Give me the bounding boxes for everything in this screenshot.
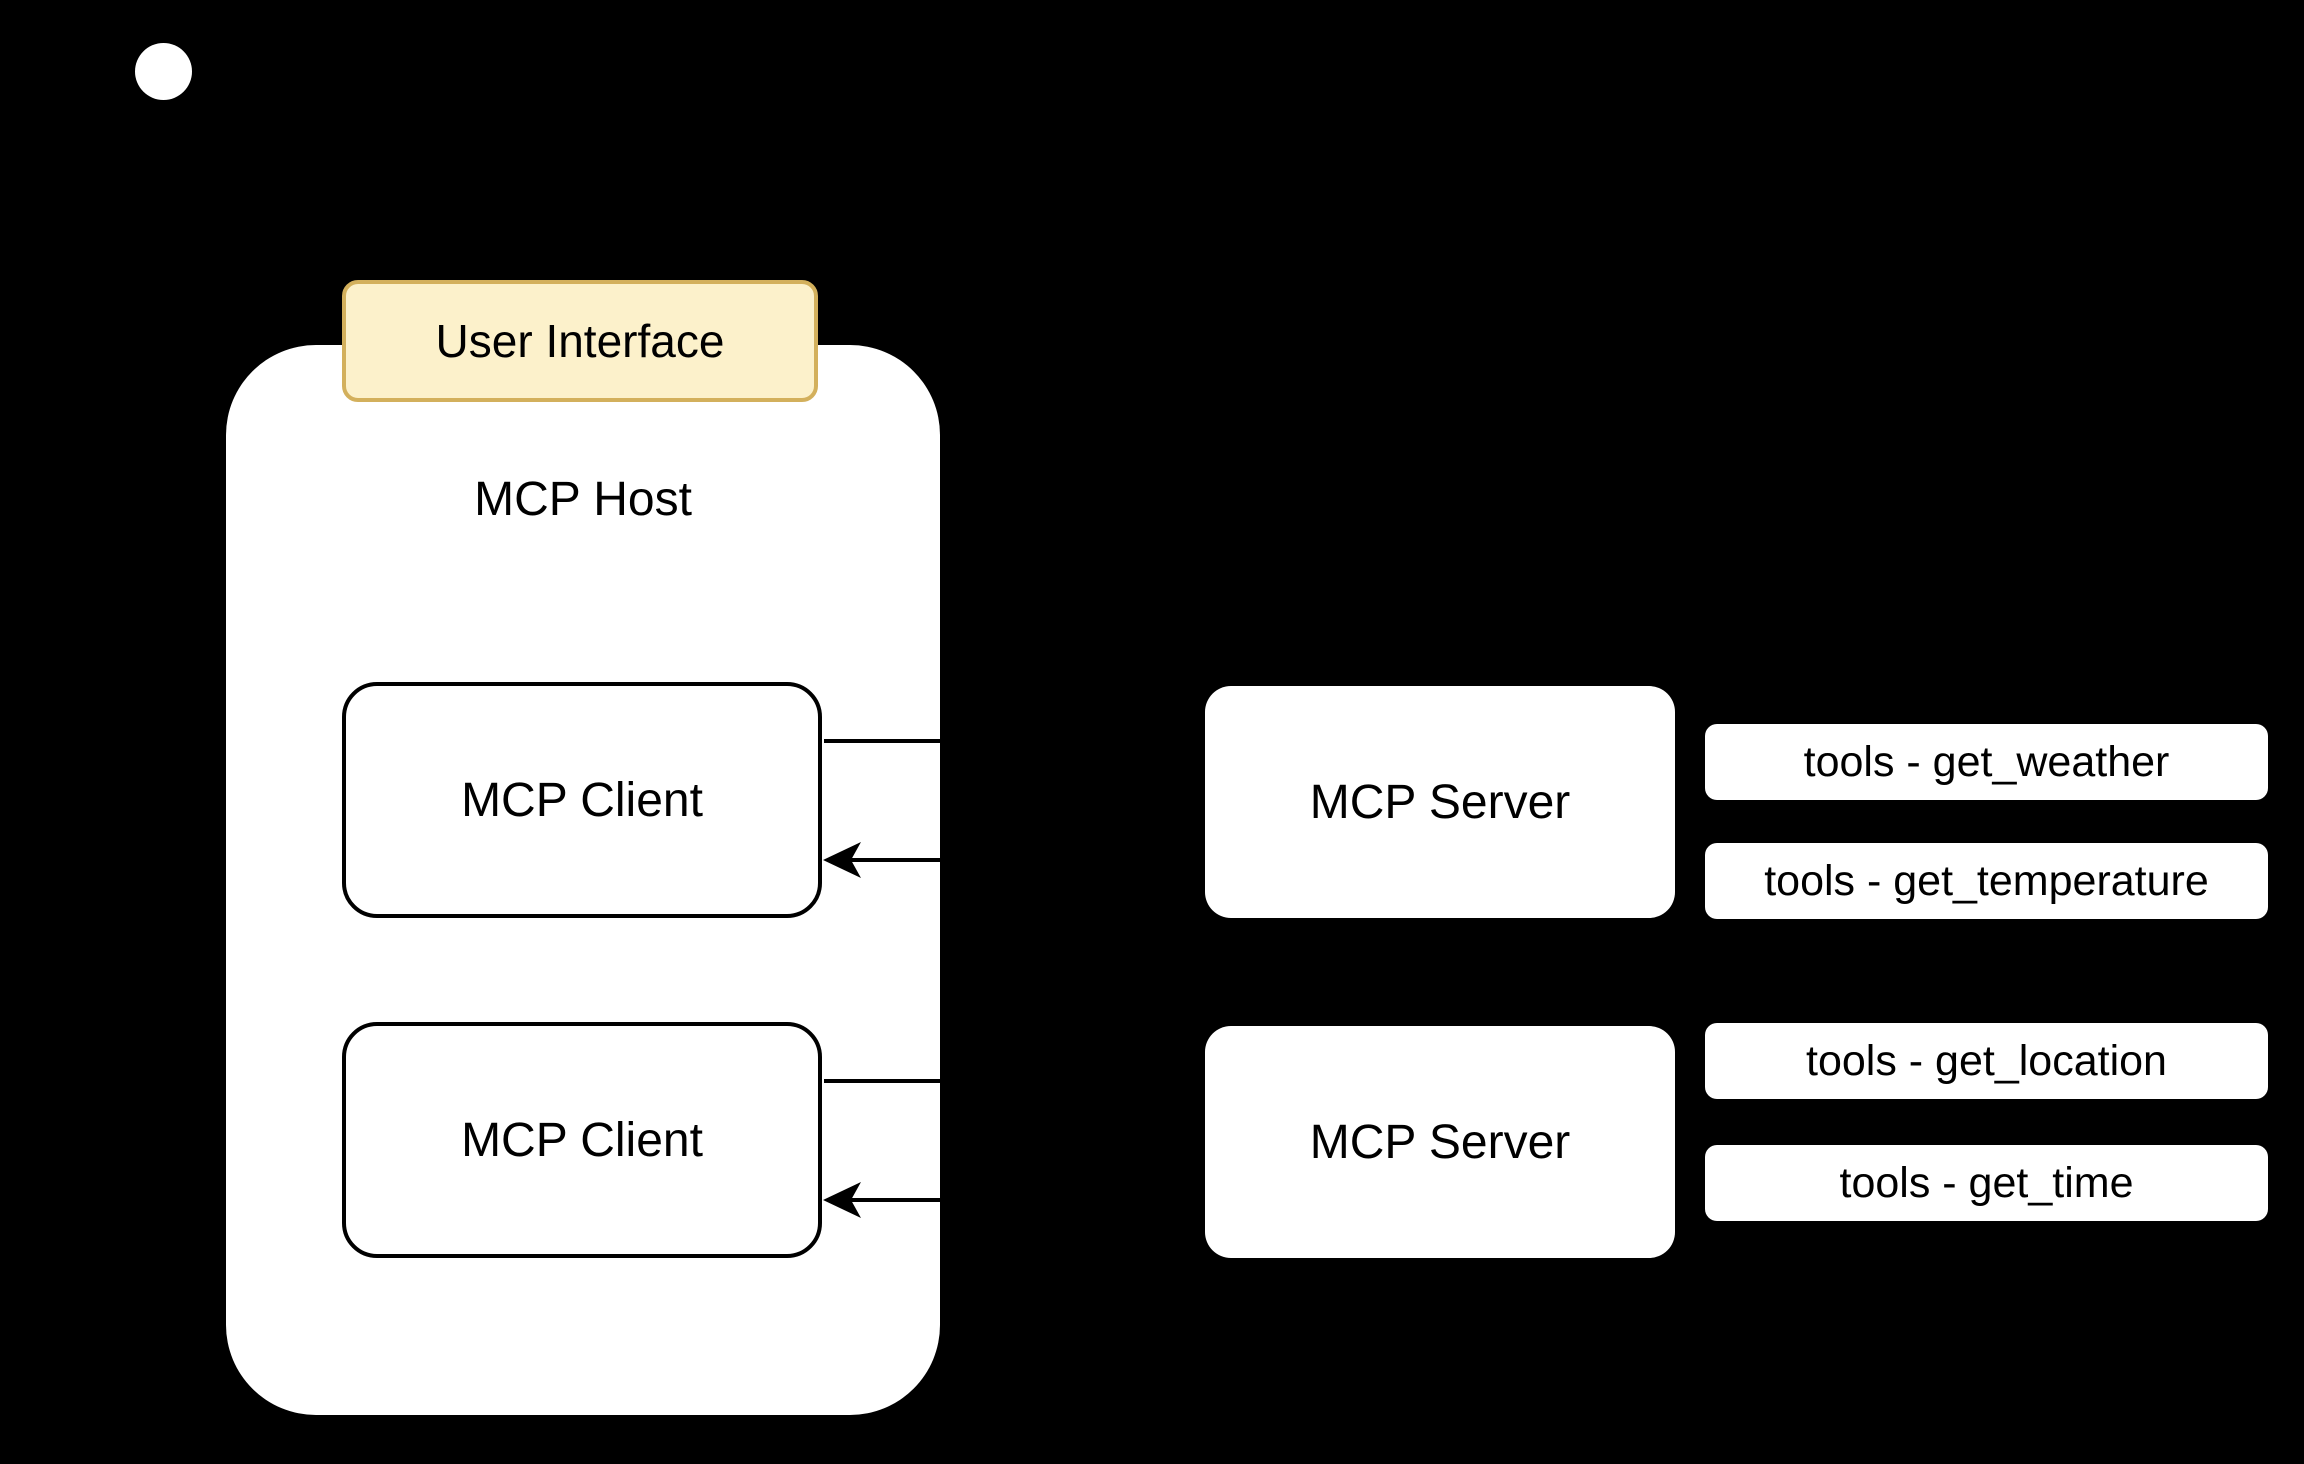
tool-chip-get-temperature: tools - get_temperature <box>1705 843 2268 919</box>
mcp-server-2-box: MCP Server <box>1205 1026 1675 1258</box>
mcp-client-1-label: MCP Client <box>461 773 703 827</box>
mcp-client-2-box: MCP Client <box>342 1022 822 1258</box>
mcp-host-title: MCP Host <box>474 473 692 526</box>
user-interface-badge: User Interface <box>342 280 818 402</box>
tool-chip-get-time: tools - get_time <box>1705 1145 2268 1221</box>
user-interface-label: User Interface <box>435 315 725 367</box>
mcp-server-1-box: MCP Server <box>1205 686 1675 918</box>
tool-chip-get-location: tools - get_location <box>1705 1023 2268 1099</box>
tool-label: tools - get_location <box>1806 1036 2167 1085</box>
tool-label: tools - get_weather <box>1803 737 2170 786</box>
tool-label: tools - get_time <box>1839 1158 2134 1207</box>
mcp-client-2-label: MCP Client <box>461 1113 703 1167</box>
tool-chip-get-weather: tools - get_weather <box>1705 724 2268 800</box>
mcp-server-2-label: MCP Server <box>1309 1115 1571 1169</box>
mcp-client-1-box: MCP Client <box>342 682 822 918</box>
mcp-server-1-label: MCP Server <box>1309 775 1571 829</box>
tool-label: tools - get_temperature <box>1764 856 2209 905</box>
user-dot-icon <box>135 43 192 100</box>
